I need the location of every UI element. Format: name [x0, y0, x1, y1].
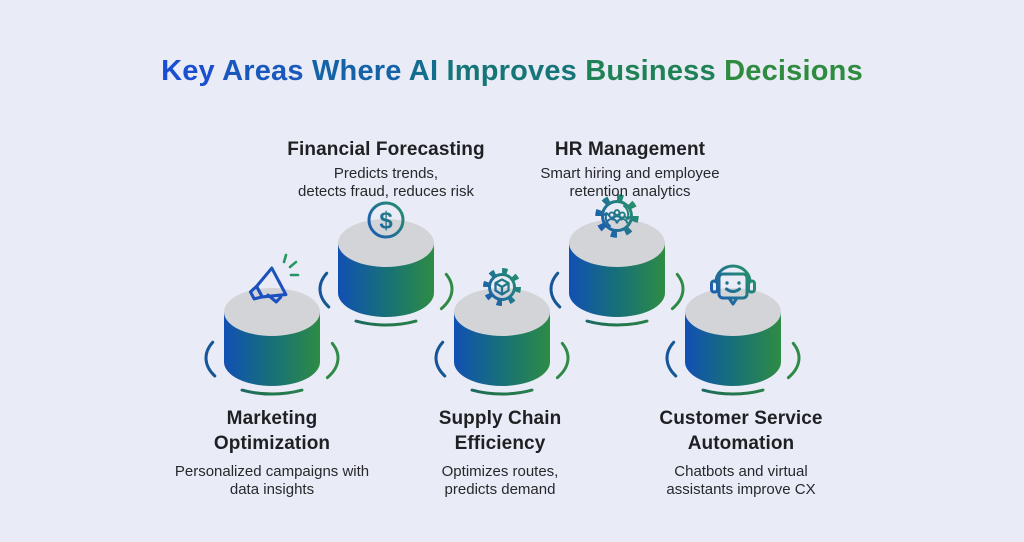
podium-subtitle: Personalized campaigns with data insight…: [174, 463, 370, 498]
marketing-optimization-podium: [204, 253, 340, 396]
title-word: Key: [161, 55, 215, 87]
page-title: Key Areas Where AI Improves Business Dec…: [0, 54, 1024, 88]
podium-ring: [549, 271, 685, 327]
podium-subtitle: Predicts trends, detects fraud, reduces …: [298, 165, 474, 200]
customer-service-automation-podium: [665, 264, 801, 396]
title-word: AI: [408, 55, 439, 87]
title-word: Areas: [222, 55, 304, 87]
cylinder-top: [569, 219, 665, 267]
title-word: Decisions: [724, 55, 863, 87]
podium-ring: [204, 340, 340, 396]
marketing-optimization-label-group: Marketing Optimization Personalized camp…: [132, 406, 412, 499]
megaphone-icon: [248, 253, 300, 304]
podium-title: Marketing Optimization: [213, 408, 331, 454]
chatbot-headset-icon: [710, 264, 756, 306]
cylinder-top: [454, 288, 550, 336]
supply-chain-efficiency-podium: [434, 268, 570, 396]
podium-subtitle: Optimizes routes, predicts demand: [441, 463, 559, 498]
supply-chain-efficiency-label-group: Supply Chain Efficiency Optimizes routes…: [360, 406, 640, 499]
customer-service-automation-label-group: Customer Service Automation Chatbots and…: [601, 406, 881, 499]
financial-forecasting-podium: $: [318, 201, 454, 327]
podium-title: Financial Forecasting: [287, 139, 485, 160]
dollar-symbol: $: [379, 208, 393, 235]
podium-title: Customer Service Automation: [659, 408, 823, 454]
cylinder-top: [685, 288, 781, 336]
title-word: Business: [585, 55, 716, 87]
gear-cube-icon: [483, 268, 521, 306]
podium-subtitle: Smart hiring and employee retention anal…: [540, 165, 720, 200]
cylinder-top: [224, 288, 320, 336]
podium-ring: [318, 271, 454, 327]
financial-forecasting-label-group: Financial Forecasting Predicts trends, d…: [246, 138, 526, 201]
title-word: Where: [311, 55, 402, 87]
dollar-coin-icon: $: [367, 201, 405, 239]
title-word: Improves: [446, 55, 578, 87]
podium-ring: [665, 340, 801, 396]
cylinder-top: [338, 219, 434, 267]
podium-title: HR Management: [554, 139, 706, 160]
gear-people-icon: [595, 194, 639, 238]
hr-management-podium: [549, 194, 685, 327]
podium-ring: [434, 340, 570, 396]
podium-subtitle: Chatbots and virtual assistants improve …: [666, 463, 816, 498]
podium-title: Supply Chain Efficiency: [438, 408, 562, 454]
hr-management-label-group: HR Management Smart hiring and employee …: [490, 138, 770, 201]
